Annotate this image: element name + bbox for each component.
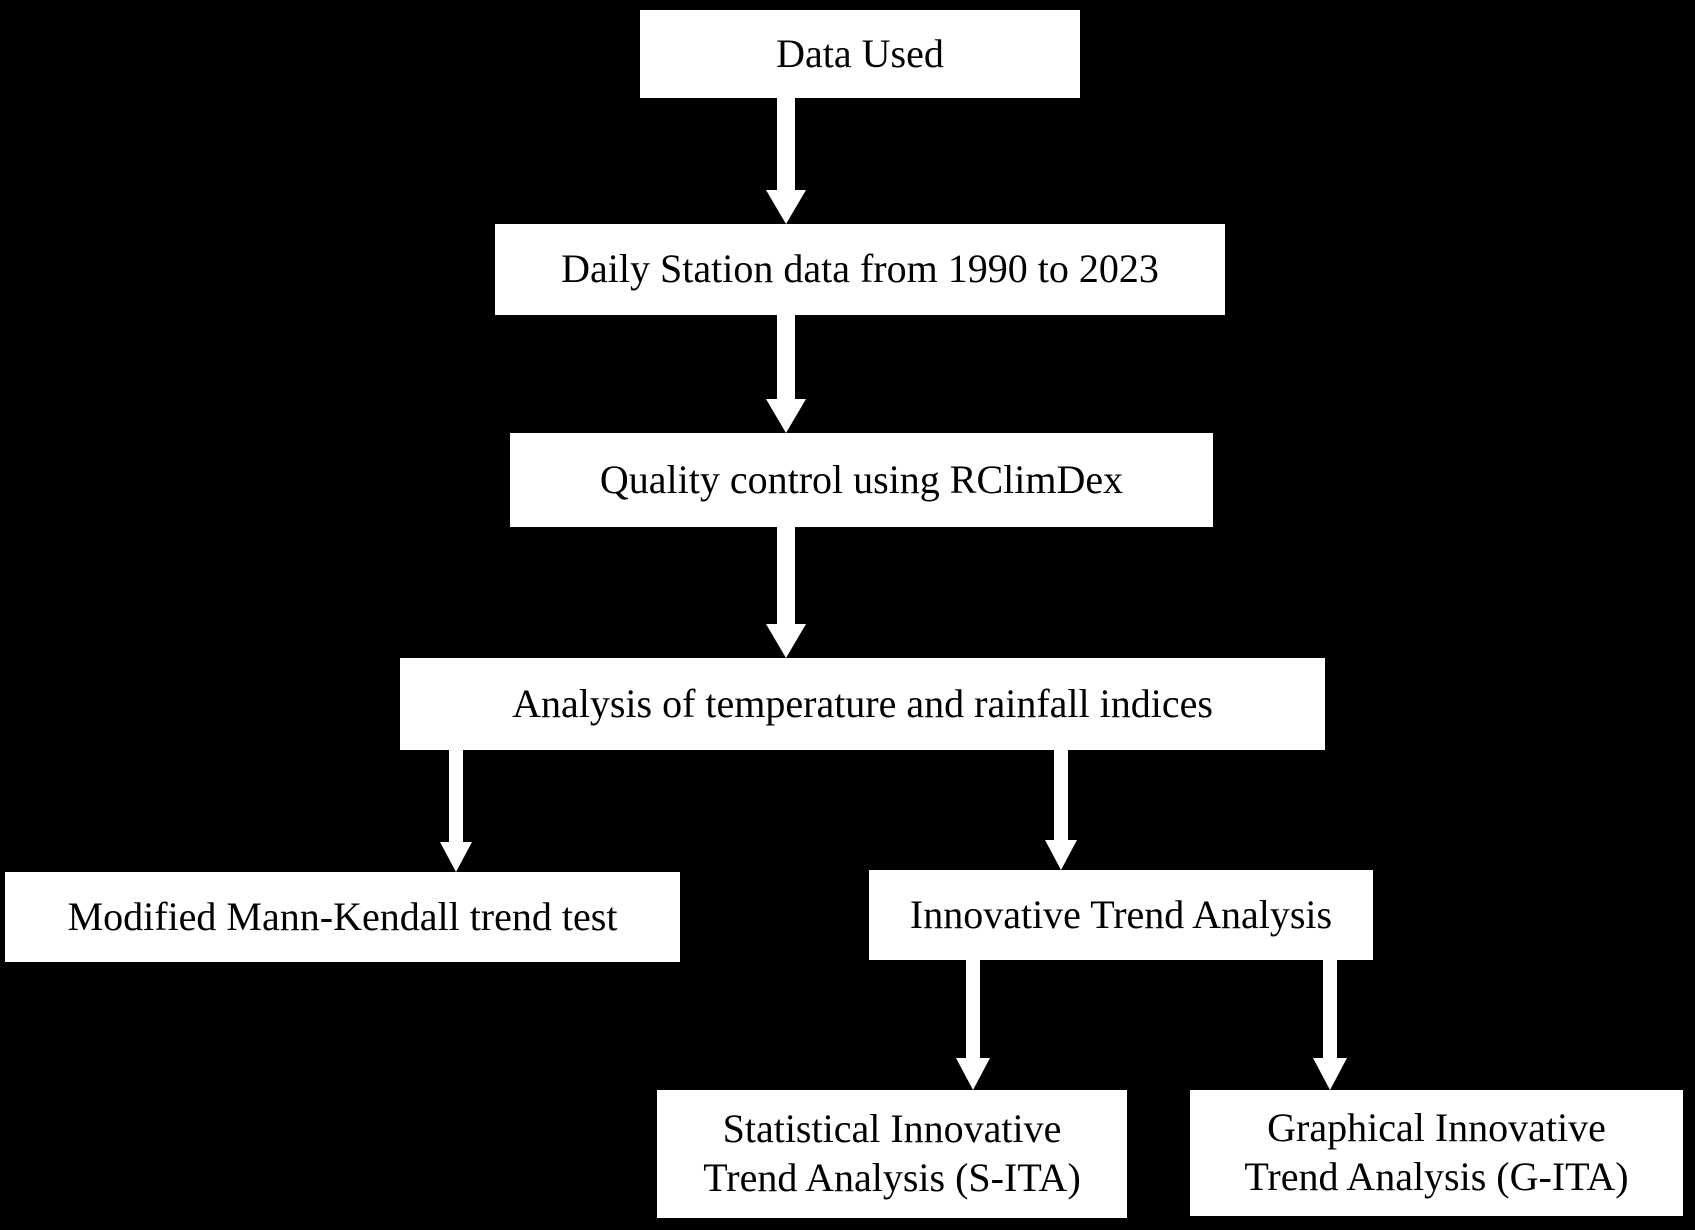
node-graphical-ita: Graphical Innovative Trend Analysis (G-I… <box>1190 1090 1683 1216</box>
arrow-innovative-to-statistical-ita <box>954 960 992 1090</box>
node-label-quality-control: Quality control using RClimDex <box>599 456 1124 502</box>
node-daily-station-data: Daily Station data from 1990 to 2023 <box>495 224 1225 315</box>
node-modified-mann-kendall: Modified Mann-Kendall trend test <box>5 872 680 962</box>
node-label-daily-station-data: Daily Station data from 1990 to 2023 <box>561 246 1159 292</box>
node-quality-control: Quality control using RClimDex <box>510 433 1213 527</box>
node-label-innovative-trend-analysis: Innovative Trend Analysis <box>909 891 1333 937</box>
node-label-modified-mann-kendall: Modified Mann-Kendall trend test <box>67 893 618 939</box>
arrow-innovative-to-graphical-ita <box>1311 960 1349 1090</box>
arrow-analysis-to-innovative <box>1043 750 1079 870</box>
node-analysis-indices: Analysis of temperature and rainfall ind… <box>400 658 1325 750</box>
node-label-data-used: Data Used <box>776 30 944 76</box>
arrow-daily-station-to-quality-control <box>764 315 808 433</box>
node-label-graphical-ita: Graphical Innovative Trend Analysis (G-I… <box>1244 1105 1629 1199</box>
arrow-data-used-to-daily-station <box>764 98 808 224</box>
node-label-analysis-indices: Analysis of temperature and rainfall ind… <box>512 680 1213 726</box>
node-data-used: Data Used <box>640 10 1080 98</box>
arrow-analysis-to-mann-kendall <box>438 750 474 872</box>
node-statistical-ita: Statistical Innovative Trend Analysis (S… <box>657 1090 1127 1218</box>
node-innovative-trend-analysis: Innovative Trend Analysis <box>869 870 1373 960</box>
node-label-statistical-ita: Statistical Innovative Trend Analysis (S… <box>703 1106 1081 1200</box>
arrow-quality-control-to-analysis <box>764 527 808 658</box>
